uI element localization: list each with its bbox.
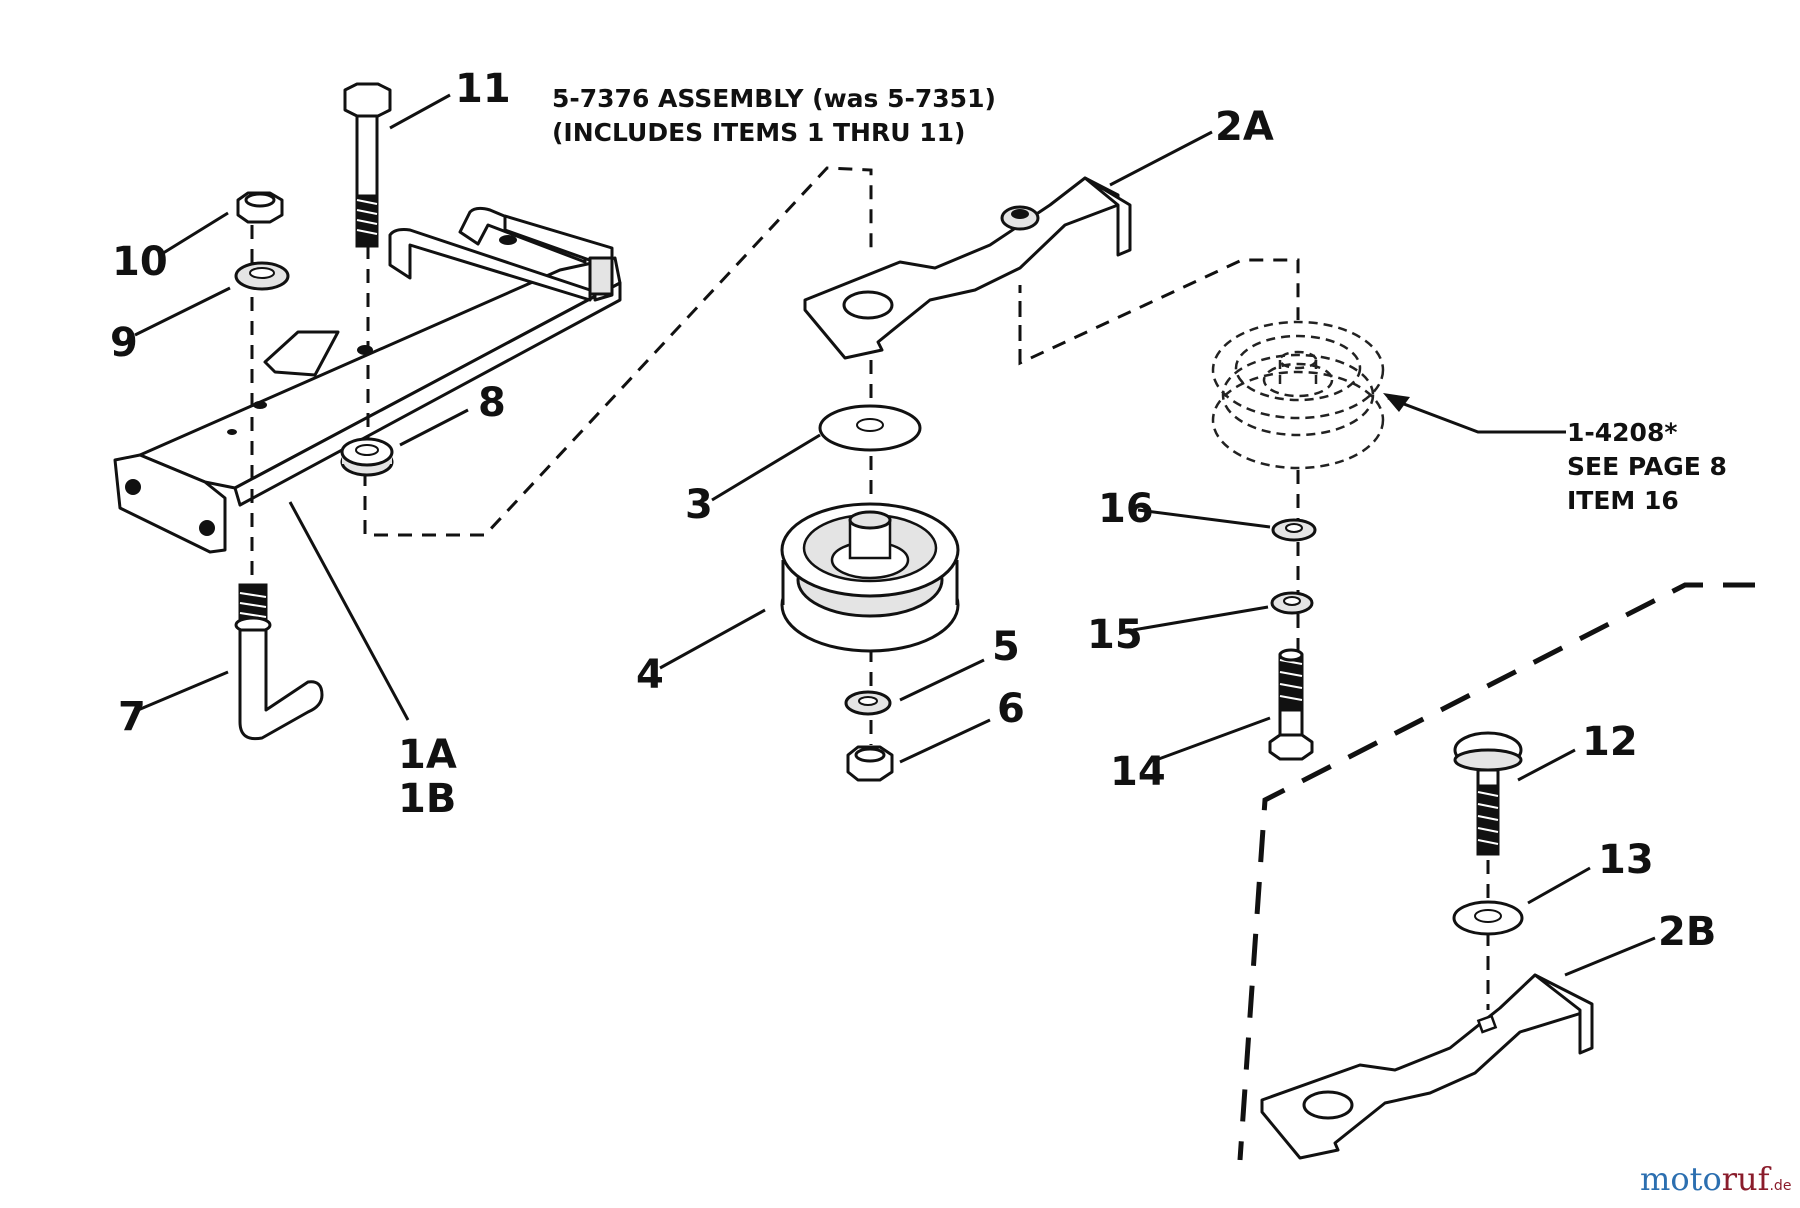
callout-1a: 1A [398, 732, 457, 778]
watermark-part1: moto [1640, 1160, 1722, 1198]
separate-assembly-boundary [1237, 582, 1755, 1161]
hex-nut-item-10 [236, 191, 284, 224]
pulley-boundary-line [1018, 258, 1300, 366]
callout-2a: 2A [1215, 104, 1274, 150]
carriage-bolt-item-12 [1453, 731, 1523, 856]
callout-5: 5 [992, 624, 1020, 670]
reference-pulley-1-4208 [1211, 320, 1385, 470]
callout-16: 16 [1098, 486, 1154, 532]
callout-13: 13 [1598, 837, 1654, 883]
hex-nut-item-6 [846, 745, 894, 782]
callout-3: 3 [685, 482, 713, 528]
washer-item-16 [1271, 518, 1317, 542]
callout-11: 11 [455, 66, 511, 112]
washer-item-15 [1270, 591, 1314, 615]
callout-10: 10 [112, 239, 168, 285]
lock-washer-item-5 [844, 690, 892, 716]
bolt-item-11 [343, 82, 392, 248]
callout-12: 12 [1582, 719, 1638, 765]
assembly-note-line2: (INCLUDES ITEMS 1 THRU 11) [552, 118, 965, 147]
leader-lines [134, 93, 1656, 977]
watermark-part2: ruf [1722, 1160, 1772, 1198]
callout-15: 15 [1087, 612, 1143, 658]
assembly-note-line1: 5-7376 ASSEMBLY (was 5-7351) [552, 84, 996, 113]
callout-6: 6 [997, 686, 1025, 732]
spacer-item-8 [340, 437, 394, 477]
washer-item-9 [234, 261, 290, 291]
watermark-text: motoruf.de [1640, 1160, 1791, 1198]
callout-14: 14 [1110, 749, 1166, 795]
reference-note-line2: SEE PAGE 8 [1567, 452, 1727, 481]
watermark-suffix: .de [1769, 1178, 1791, 1194]
callout-9: 9 [110, 320, 138, 366]
idler-pulley-item-4 [780, 502, 960, 653]
arrowhead-1-4208 [1383, 393, 1410, 412]
assembly-boundary-line [363, 166, 873, 537]
bracket-arm-1a-1b [113, 206, 622, 554]
l-pin-item-7 [234, 583, 324, 741]
reference-note-line1: 1-4208* [1567, 418, 1677, 447]
callout-1b: 1B [398, 776, 456, 822]
callout-7: 7 [118, 694, 146, 740]
callout-4: 4 [636, 652, 664, 698]
washer-item-13 [1452, 900, 1524, 936]
callout-8: 8 [478, 380, 506, 426]
idler-arm-item-2b [1260, 973, 1594, 1160]
shoulder-bolt-item-14 [1268, 648, 1314, 761]
idler-arm-item-2a [803, 176, 1132, 360]
flat-washer-item-3 [818, 404, 922, 452]
watermark-logo: motoruf.de [1640, 1160, 1791, 1198]
callout-2b: 2B [1658, 909, 1716, 955]
reference-note-line3: ITEM 16 [1567, 486, 1679, 515]
